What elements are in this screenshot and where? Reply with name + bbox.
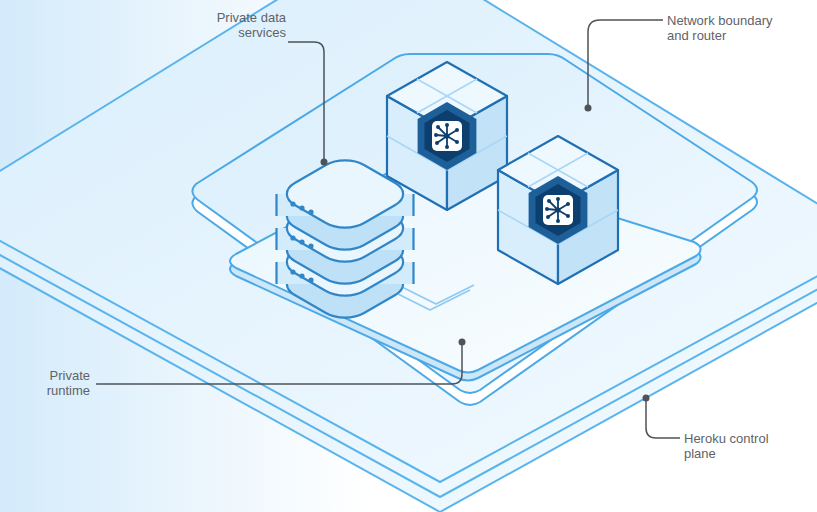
dyno-cube [387, 62, 507, 210]
icon-hub [444, 133, 449, 138]
icon-node [545, 207, 549, 211]
shape [275, 262, 277, 284]
leader-dots [321, 105, 650, 402]
icon-node [566, 214, 570, 218]
network-boundary [192, 54, 757, 405]
icon-node [445, 145, 449, 149]
icon-node [556, 197, 560, 201]
icon-node [434, 133, 438, 137]
dyno-cube [498, 136, 618, 284]
status-dot [299, 273, 304, 278]
status-dot [290, 201, 295, 206]
icon-hexagon [529, 176, 588, 244]
icon-node [435, 141, 439, 145]
icon-node [445, 123, 449, 127]
icon-hub [555, 207, 560, 212]
icon-hexagon-inner [425, 110, 470, 162]
shape [275, 194, 277, 216]
status-dot [308, 243, 313, 248]
shape [412, 262, 414, 284]
icon-node [547, 199, 551, 203]
icon-hexagon-inner [536, 184, 581, 236]
icon-tile [432, 121, 462, 151]
icon-node [455, 140, 459, 144]
status-dot [290, 269, 295, 274]
shape [412, 228, 414, 250]
status-dot [308, 209, 313, 214]
shape [275, 228, 277, 250]
icon-node [566, 202, 570, 206]
dyno-cubes [387, 62, 618, 284]
callout-label: Network boundary and router [667, 13, 785, 43]
status-dot [290, 235, 295, 240]
icon-hexagon [418, 102, 477, 170]
callout-label: Heroku control plane [684, 431, 774, 461]
leader-lines [96, 20, 680, 438]
status-dot [299, 205, 304, 210]
callout-label: Private data services [196, 10, 286, 40]
callout-label: Private runtime [26, 368, 90, 398]
icon-tile [543, 195, 573, 225]
icon-node [556, 219, 560, 223]
icon-node [436, 125, 440, 129]
status-dot [299, 239, 304, 244]
icon-node [455, 128, 459, 132]
shape [412, 194, 414, 216]
icon-node [546, 215, 550, 219]
status-dot [308, 277, 313, 282]
